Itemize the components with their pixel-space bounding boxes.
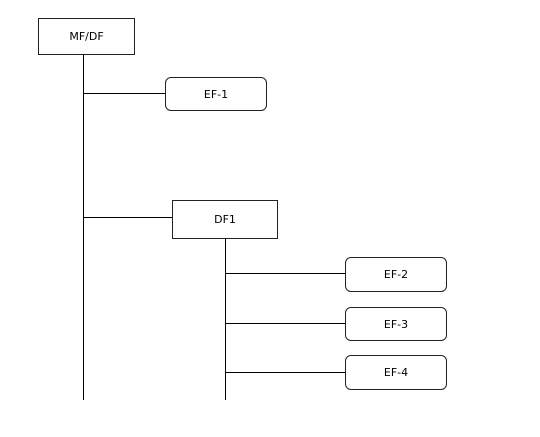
connector-ef2: [225, 273, 346, 274]
df1-trunk-line: [225, 238, 226, 400]
node-ef-4: EF-4: [345, 355, 447, 390]
root-trunk-line: [83, 54, 84, 400]
connector-df1: [83, 217, 173, 218]
connector-ef1: [83, 93, 166, 94]
connector-ef3: [225, 323, 346, 324]
node-ef-3: EF-3: [345, 307, 447, 341]
connector-ef4: [225, 372, 346, 373]
node-ef-1: EF-1: [165, 77, 267, 111]
node-ef-2: EF-2: [345, 257, 447, 292]
node-mf-df: MF/DF: [38, 18, 135, 55]
node-df1: DF1: [172, 200, 278, 239]
